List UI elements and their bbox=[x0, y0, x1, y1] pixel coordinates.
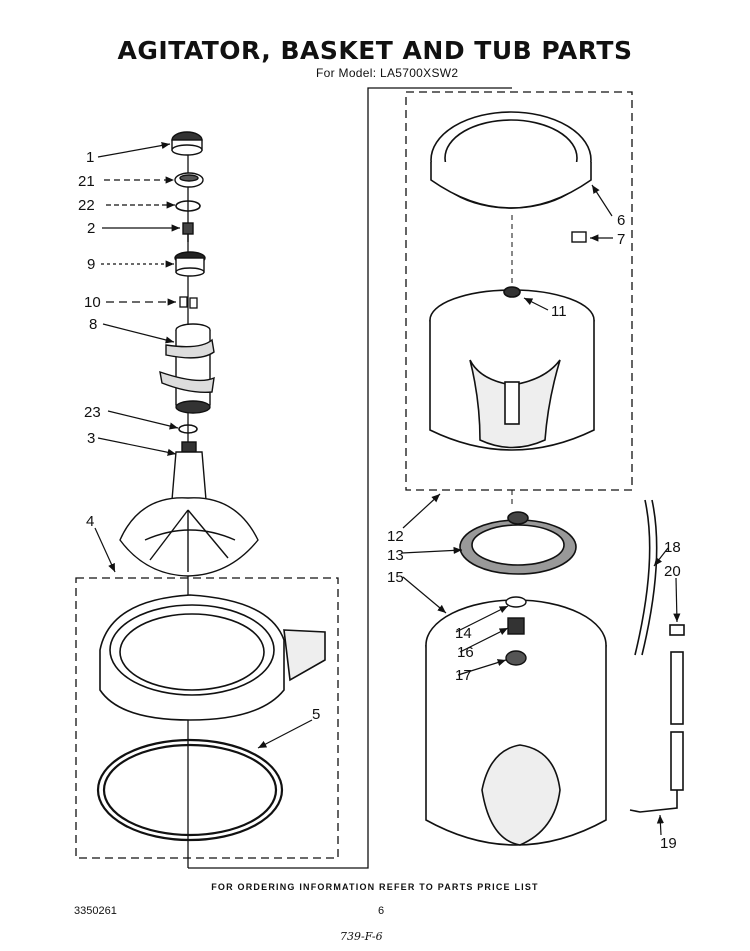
ring-clip-part bbox=[571, 231, 587, 243]
callout-7: 7 bbox=[617, 231, 625, 248]
cam-part bbox=[174, 251, 206, 277]
washer-basket-part bbox=[429, 286, 595, 451]
callout-labels: 1 21 22 2 9 10 8 23 3 4 5 6 7 11 12 13 1… bbox=[78, 149, 681, 852]
callout-16: 16 bbox=[457, 644, 474, 661]
basket-ring-part bbox=[430, 111, 592, 209]
document-number: 3350261 bbox=[74, 905, 117, 917]
drive-hub-part bbox=[459, 511, 577, 575]
diagram-title: AGITATOR, BASKET AND TUB PARTS bbox=[117, 36, 633, 65]
callout-2: 2 bbox=[87, 220, 95, 237]
callout-21: 21 bbox=[78, 173, 95, 190]
tub-ring-part bbox=[99, 594, 326, 721]
handwritten-note: 739-F-6 bbox=[340, 930, 383, 943]
callout-22: 22 bbox=[78, 197, 95, 214]
callout-4: 4 bbox=[86, 513, 94, 530]
bolt-part bbox=[182, 222, 194, 242]
callout-19: 19 bbox=[660, 835, 677, 852]
callout-9: 9 bbox=[87, 256, 95, 273]
callout-18: 18 bbox=[664, 539, 681, 556]
callout-6: 6 bbox=[617, 212, 625, 229]
callout-20: 20 bbox=[664, 563, 681, 580]
leader-lines bbox=[94, 141, 681, 836]
callout-15: 15 bbox=[387, 569, 404, 586]
callout-1: 1 bbox=[86, 149, 94, 166]
washer-part bbox=[178, 424, 198, 434]
callout-17: 17 bbox=[455, 667, 472, 684]
ordering-note: FOR ORDERING INFORMATION REFER TO PARTS … bbox=[211, 882, 539, 892]
page-number: 6 bbox=[378, 905, 385, 917]
callout-10: 10 bbox=[84, 294, 101, 311]
hoses-part bbox=[629, 499, 685, 813]
callout-23: 23 bbox=[84, 404, 101, 421]
callout-14: 14 bbox=[455, 625, 472, 642]
callout-12: 12 bbox=[387, 528, 404, 545]
callout-8: 8 bbox=[89, 316, 97, 333]
outer-tub-part bbox=[425, 599, 607, 846]
agitator-base-part bbox=[119, 441, 259, 577]
callout-3: 3 bbox=[87, 430, 95, 447]
agitator-cap-part bbox=[171, 131, 203, 156]
callout-13: 13 bbox=[387, 547, 404, 564]
callout-11: 11 bbox=[551, 303, 567, 320]
cap-seal-part bbox=[174, 172, 204, 188]
tub-seal-part bbox=[96, 738, 284, 842]
model-subtitle: For Model: LA5700XSW2 bbox=[316, 66, 459, 80]
callout-5: 5 bbox=[312, 706, 320, 723]
agitator-part bbox=[159, 323, 215, 414]
tub-center-parts bbox=[505, 596, 527, 666]
o-ring-part bbox=[175, 200, 201, 212]
dogs-part bbox=[179, 296, 198, 309]
